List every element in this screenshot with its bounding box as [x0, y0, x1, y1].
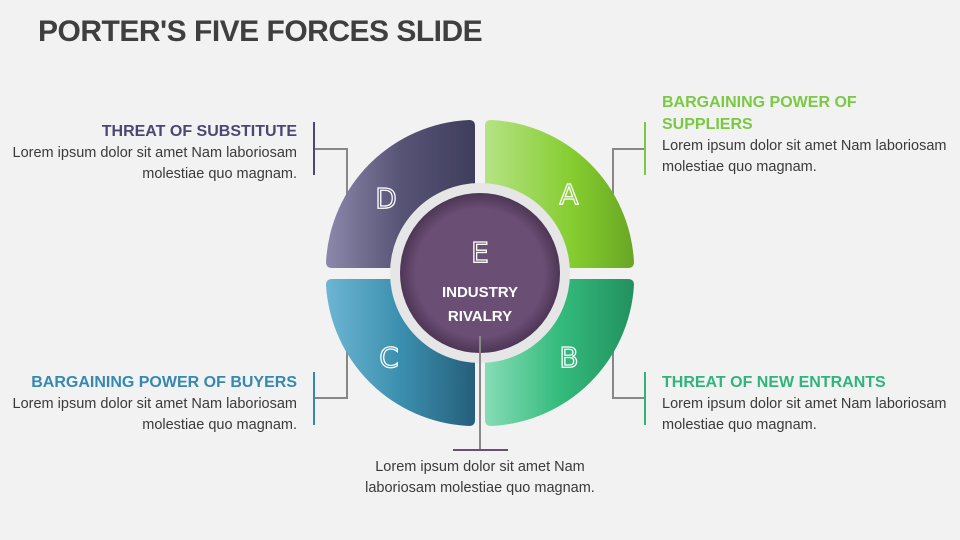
force-e-body: Lorem ipsum dolor sit amet Nam laboriosa…: [365, 459, 595, 496]
force-c-block: BARGAINING POWER OF BUYERS Lorem ipsum d…: [7, 372, 297, 436]
letter-c: C: [379, 341, 399, 374]
force-d-heading: THREAT OF SUBSTITUTE: [101, 123, 297, 140]
center-circle: [400, 193, 560, 353]
force-a-block: BARGAINING POWER OF SUPPLIERS Lorem ipsu…: [662, 92, 946, 178]
connector-e: [453, 336, 508, 451]
force-a-heading: BARGAINING POWER OF SUPPLIERS: [662, 94, 857, 133]
force-d-block: THREAT OF SUBSTITUTE Lorem ipsum dolor s…: [7, 121, 297, 185]
force-b-block: THREAT OF NEW ENTRANTS Lorem ipsum dolor…: [662, 372, 952, 436]
letter-d: D: [375, 182, 397, 215]
connector-d: [313, 122, 348, 200]
force-c-body: Lorem ipsum dolor sit amet Nam laboriosa…: [12, 396, 297, 433]
letter-a: A: [559, 178, 578, 211]
letter-b: B: [559, 341, 578, 374]
slide-title: PORTER'S FIVE FORCES SLIDE: [38, 15, 483, 48]
center-heading-line2: RIVALRY: [448, 308, 512, 325]
connector-b: [612, 350, 646, 425]
force-b-body: Lorem ipsum dolor sit amet Nam laboriosa…: [662, 396, 947, 433]
force-a-body: Lorem ipsum dolor sit amet Nam laboriosa…: [662, 138, 947, 175]
center-heading-line1: INDUSTRY: [442, 284, 518, 301]
force-b-heading: THREAT OF NEW ENTRANTS: [662, 374, 886, 391]
force-c-heading: BARGAINING POWER OF BUYERS: [31, 374, 297, 391]
letter-e: E: [471, 236, 489, 269]
connector-a: [612, 122, 646, 200]
connector-c: [313, 350, 348, 425]
force-d-body: Lorem ipsum dolor sit amet Nam laboriosa…: [12, 145, 297, 182]
